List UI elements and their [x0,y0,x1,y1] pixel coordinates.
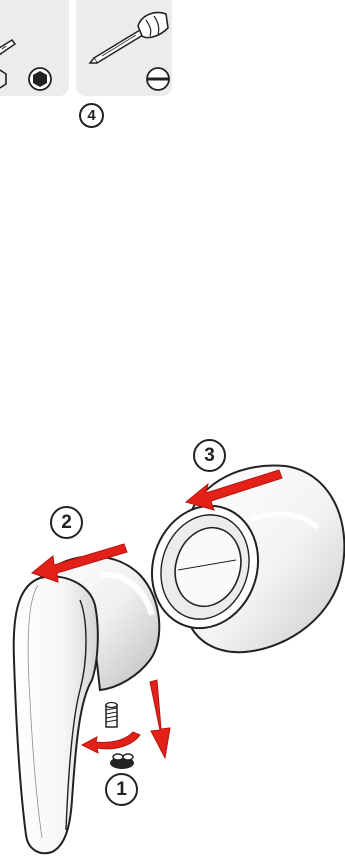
screw-cover-plug [110,754,134,769]
grub-screw [106,703,117,728]
step-2-badge: 2 [50,506,83,539]
arrow-step-1-down [150,680,170,758]
step-1-badge: 1 [105,773,138,806]
step-3-badge: 3 [193,439,226,472]
cover-cap [136,465,344,652]
arrow-step-1-rotate [82,732,140,753]
lever-handle [14,556,160,853]
